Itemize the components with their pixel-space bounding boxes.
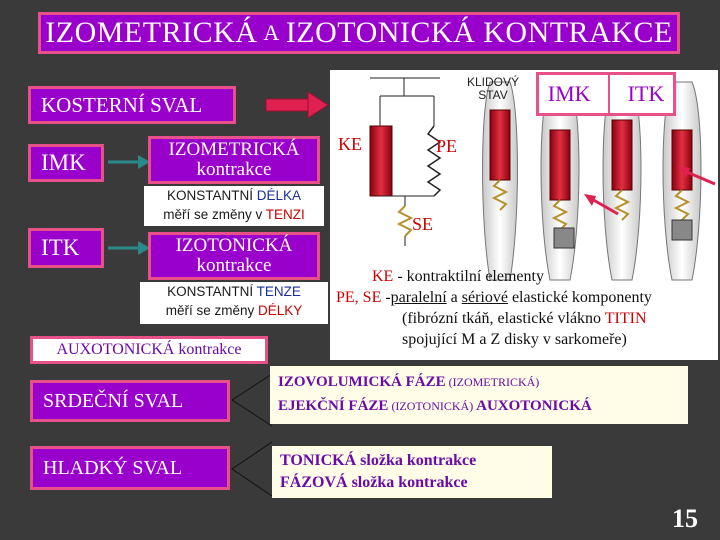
desc-highlight: TENZE	[256, 284, 301, 299]
izotonicka-box: IZOTONICKÁ kontrakce	[148, 232, 320, 280]
kosterni-sval-box: KOSTERNÍ SVAL	[28, 86, 236, 124]
desc-highlight: DÉLKA	[256, 188, 302, 203]
title-part3: IZOTONICKÁ KONTRAKCE	[285, 16, 673, 49]
auxotonicka-label: AUXOTONICKÁ kontrakce	[56, 341, 242, 358]
tag-divider	[608, 75, 611, 113]
imk-itk-tag: IMK ITK	[536, 72, 676, 116]
srdecni-sval-box: SRDEČNÍ SVAL	[30, 380, 230, 422]
se-spring	[396, 205, 414, 237]
izometricka-sub: kontrakce	[196, 159, 272, 180]
slide-title: IZOMETRICKÁ A IZOTONICKÁ KONTRAKCE	[38, 12, 680, 54]
weight-block	[553, 227, 575, 249]
izometricka-desc: KONSTANTNÍ DÉLKA měří se změny v TENZI	[144, 186, 324, 226]
diagram-panel	[330, 70, 718, 360]
bracket-lines-icon	[231, 373, 273, 427]
red-arrow-icon	[265, 91, 329, 119]
diagram-legend: KE - kontraktilní elementy PE, SE -paral…	[336, 266, 716, 350]
imk-label: IMK	[41, 150, 86, 175]
bracket-lines-icon	[231, 441, 273, 497]
desc-text: měří se změny v	[163, 207, 266, 222]
itk-label: ITK	[41, 235, 80, 260]
legend-ke: KE	[372, 268, 394, 285]
klidovy-line2: STAV	[478, 88, 508, 102]
ejekcni-faze: EJEKČNÍ FÁZE	[278, 398, 389, 414]
izotonicka-note: (IZOTONICKÁ)	[388, 399, 474, 413]
izometricka-title: IZOMETRICKÁ	[168, 139, 300, 160]
itk-box: ITK	[28, 228, 104, 268]
muscle-model-diagram	[369, 77, 716, 281]
izotonicka-sub: kontrakce	[196, 255, 272, 276]
page-number: 15	[672, 504, 698, 533]
izometricka-box: IZOMETRICKÁ kontrakce	[148, 136, 320, 184]
ke-label: KE	[338, 134, 362, 155]
legend-line2: (fibrózní tkáň, elastické vlákno	[402, 310, 605, 327]
legend-ke-desc: - kontraktilní elementy	[393, 268, 544, 285]
legend-a: a	[446, 289, 462, 306]
legend-dash: -	[381, 289, 391, 306]
desc-highlight: DÉLKY	[258, 303, 303, 318]
ke-element	[369, 125, 393, 197]
legend-paralelni: paralelní	[390, 289, 447, 306]
legend-elasticke: elastické komponenty	[507, 289, 652, 306]
auxotonicka-note: AUXOTONICKÁ	[473, 398, 592, 414]
srdecni-info-box: IZOVOLUMICKÁ FÁZE (IZOMETRICKÁ) EJEKČNÍ …	[270, 366, 688, 424]
teal-arrow-icon	[108, 241, 150, 255]
title-part2: A	[263, 20, 280, 45]
izometricka-note: (IZOMETRICKÁ)	[445, 375, 540, 389]
auxotonicka-box: AUXOTONICKÁ kontrakce	[30, 336, 268, 364]
kosterni-sval-label: KOSTERNÍ SVAL	[41, 92, 203, 117]
legend-titin: TITIN	[604, 310, 647, 327]
desc-text: KONSTANTNÍ	[167, 284, 257, 299]
pointer-arrow-icon	[589, 196, 619, 216]
izotonicka-desc: KONSTANTNÍ TENZE měří se změny DÉLKY	[140, 282, 328, 324]
itk-tag: ITK	[627, 81, 665, 106]
hladky-sval-label: HLADKÝ SVAL	[43, 456, 183, 479]
legend-pe-se: PE, SE	[336, 289, 382, 306]
tonicka-desc: složka kontrakce	[356, 452, 477, 469]
srdecni-sval-label: SRDEČNÍ SVAL	[43, 389, 184, 412]
legend-line3: spojující M a Z disky v sarkomeře)	[402, 331, 627, 348]
desc-text: měří se změny	[165, 303, 258, 318]
izotonicka-title: IZOTONICKÁ	[175, 235, 293, 256]
pe-label: PE	[436, 136, 458, 156]
se-label: SE	[412, 214, 434, 234]
klidovy-line1: KLIDOVÝ	[466, 75, 520, 89]
desc-highlight: TENZI	[265, 207, 305, 222]
tonicka-slozka: TONICKÁ	[280, 452, 357, 469]
pe-spring	[426, 125, 442, 197]
fazova-desc: složka kontrakce	[347, 474, 468, 491]
imk-box: IMK	[28, 144, 104, 182]
hladky-info-box: TONICKÁ složka kontrakce FÁZOVÁ složka k…	[272, 446, 552, 498]
desc-text: KONSTANTNÍ	[166, 188, 257, 203]
imk-tag: IMK	[547, 81, 591, 106]
teal-arrow-icon	[108, 155, 150, 169]
izovolumicka-faze: IZOVOLUMICKÁ FÁZE	[278, 374, 446, 390]
fazova-slozka: FÁZOVÁ	[280, 474, 348, 491]
hladky-sval-box: HLADKÝ SVAL	[30, 446, 230, 490]
legend-seriove: sériové	[461, 289, 508, 306]
title-part1: IZOMETRICKÁ	[45, 16, 258, 49]
klidovy-stav-label: KLIDOVÝ STAV	[458, 76, 528, 102]
